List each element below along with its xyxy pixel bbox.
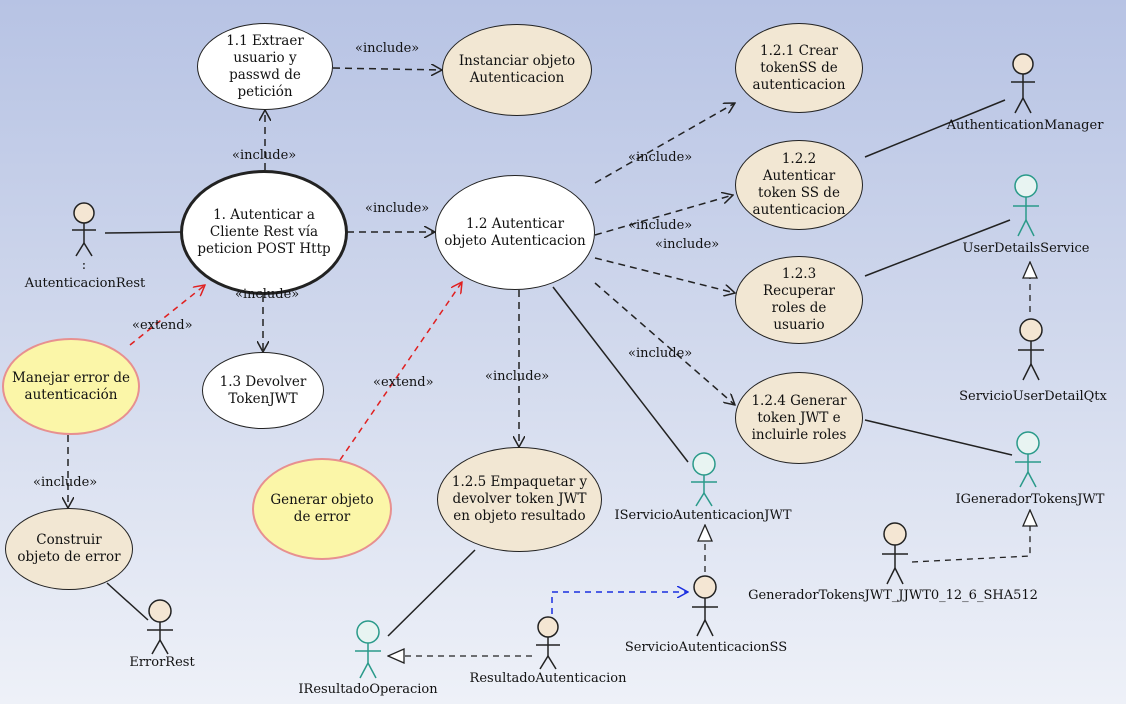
- usecase-1-2-autenticar-objeto[interactable]: 1.2 Autenticar objeto Autenticacion: [435, 175, 595, 290]
- label-include-1-3: «include»: [235, 287, 300, 302]
- label-include-1-2-1: «include»: [628, 150, 693, 165]
- label-include-1-2-4: «include»: [628, 346, 693, 361]
- assoc-iresultado-uc125: [387, 549, 476, 637]
- include-1-2-to-1-2-3: [594, 257, 735, 293]
- include-1-2-to-1-2-4: [594, 282, 735, 405]
- assoc-iservicio-uc12: [552, 286, 689, 463]
- include-1-2-to-1-2-1: [594, 103, 735, 184]
- realize-generadorimpl: [911, 510, 1030, 563]
- label-include-1-2-2: «include»: [628, 218, 693, 233]
- usecase-1-2-4-generar-token[interactable]: 1.2.4 Generar token JWT e incluirle role…: [735, 372, 863, 464]
- assoc-authmanager-uc122: [864, 99, 1006, 158]
- dependency-resultado-to-servicioSS: [551, 592, 688, 614]
- label-extend-manejar: «extend»: [132, 318, 193, 333]
- actor-label-generadortokensimpl: GeneradorTokensJWT_JJWT0_12_6_SHA512: [748, 588, 1038, 603]
- assoc-userdetails-uc123: [864, 219, 1011, 277]
- usecase-1-autenticar-cliente[interactable]: 1. Autenticar a Cliente Rest vía peticio…: [180, 170, 348, 295]
- actor-autenticacionrest: [72, 202, 96, 257]
- actor-label-iresultadooperacion: IResultadoOperacion: [298, 682, 438, 697]
- label-include-1-2-3: «include»: [655, 237, 720, 252]
- actor-label-igeneradortokensjwt: IGeneradorTokensJWT: [955, 492, 1105, 507]
- label-include-1-2-5: «include»: [485, 369, 550, 384]
- actor-iresultadooperacion: [355, 620, 381, 679]
- label-include-1-1-instanciar: «include»: [355, 41, 420, 56]
- label-include-1-2: «include»: [365, 201, 430, 216]
- actor-label-autenticacionrest-colon: :: [81, 258, 87, 273]
- actor-label-serviciouserdetailqtx: ServicioUserDetailQtx: [959, 389, 1107, 404]
- usecase-1-1-extraer[interactable]: 1.1 Extraer usuario y passwd de petición: [197, 23, 333, 110]
- actor-label-resultadoautenticacion: ResultadoAutenticacion: [469, 671, 627, 686]
- actor-iservicioautenticacionjwt: [691, 452, 717, 507]
- actor-serviciouserdetailqtx: [1018, 318, 1044, 381]
- usecase-construir-objeto-error[interactable]: Construir objeto de error: [5, 508, 133, 590]
- actor-label-userdetailsservice: UserDetailsService: [962, 241, 1090, 256]
- actor-label-errorrest: ErrorRest: [129, 655, 195, 670]
- actor-authenticationmanager: [1011, 53, 1035, 114]
- usecase-1-2-1-crear-token[interactable]: 1.2.1 Crear tokenSS de autenticacion: [735, 23, 863, 113]
- usecase-1-3-devolver-token[interactable]: 1.3 Devolver TokenJWT: [202, 352, 324, 429]
- usecase-instanciar-objeto[interactable]: Instanciar objeto Autenticacion: [442, 24, 592, 116]
- actor-label-autenticacionrest: AutenticacionRest: [24, 276, 146, 291]
- assoc-autrest-uc1: [104, 231, 184, 234]
- include-1-1-to-instanciar: [332, 68, 442, 70]
- assoc-errorrest-construir: [106, 582, 149, 621]
- assoc-igenerador-uc124: [864, 419, 1013, 456]
- actor-generadortokensimpl: [882, 522, 908, 585]
- extend-manejar-to-1: [129, 285, 205, 346]
- actor-igeneradortokensjwt: [1015, 431, 1041, 488]
- usecase-1-2-2-autenticar-token[interactable]: 1.2.2 Autenticar token SS de autenticaci…: [735, 140, 863, 230]
- actor-servicioautenticacionss: [692, 575, 718, 637]
- label-include-construir: «include»: [33, 475, 98, 490]
- label-include-1-1: «include»: [232, 148, 297, 163]
- actor-errorrest: [147, 599, 173, 655]
- actor-label-iservicioautenticacionjwt: IServicioAutenticacionJWT: [614, 508, 792, 523]
- actor-label-authenticationmanager: AuthenticationManager: [946, 118, 1104, 133]
- usecase-1-2-3-recuperar-roles[interactable]: 1.2.3 Recuperar roles de usuario: [735, 256, 863, 344]
- usecase-generar-objeto-error[interactable]: Generar objeto de error: [252, 458, 392, 560]
- actor-userdetailsservice: [1013, 174, 1039, 237]
- extend-generar-to-1-2: [339, 282, 462, 461]
- usecase-1-2-5-empaquetar[interactable]: 1.2.5 Empaquetar y devolver token JWT en…: [437, 447, 602, 552]
- actor-resultadoautenticacion: [536, 616, 560, 670]
- actor-label-servicioautenticacionss: ServicioAutenticacionSS: [624, 640, 788, 655]
- label-extend-generar: «extend»: [373, 375, 434, 390]
- usecase-manejar-error[interactable]: Manejar error de autenticación: [2, 338, 140, 435]
